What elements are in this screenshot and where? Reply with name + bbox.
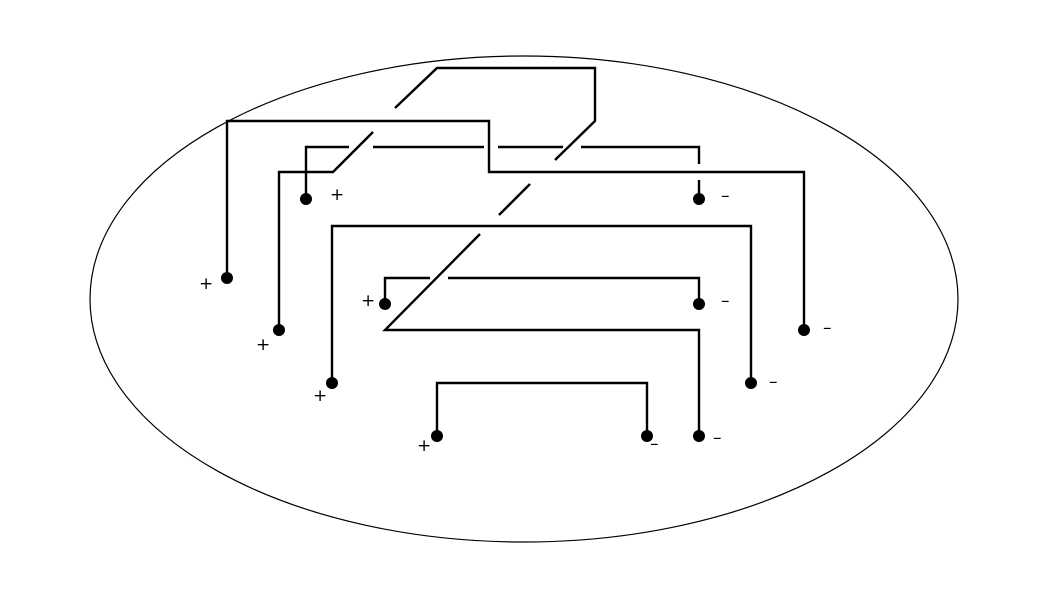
endpoint-label: + bbox=[256, 335, 270, 355]
strand-short-bracket bbox=[304, 145, 701, 199]
endpoint-label: – bbox=[721, 291, 730, 311]
endpoint-label: + bbox=[417, 436, 431, 456]
endpoint-dot-12 bbox=[693, 430, 705, 442]
endpoint-dot-1 bbox=[300, 193, 312, 205]
endpoint-dot-7 bbox=[273, 324, 285, 336]
strand-top-loop bbox=[277, 66, 597, 330]
endpoint-label: – bbox=[823, 318, 832, 338]
endpoint-dot-9 bbox=[326, 377, 338, 389]
endpoint-dot-10 bbox=[641, 430, 653, 442]
strand-small-bracket bbox=[383, 276, 701, 304]
endpoint-label: + bbox=[199, 274, 213, 294]
endpoint-label: – bbox=[713, 428, 722, 448]
strand-middle-bracket bbox=[330, 224, 753, 383]
strand-long-diagonal bbox=[382, 183, 701, 436]
endpoint-dot-6 bbox=[798, 324, 810, 336]
endpoint-dot-11 bbox=[431, 430, 443, 442]
strand-bottom-bracket bbox=[435, 381, 649, 436]
endpoint-label: – bbox=[650, 434, 659, 454]
endpoint-label: + bbox=[330, 185, 344, 205]
strand-outer-bracket bbox=[225, 119, 806, 330]
endpoint-dot-8 bbox=[745, 377, 757, 389]
endpoint-dot-2 bbox=[693, 193, 705, 205]
endpoint-dot-5 bbox=[693, 298, 705, 310]
endpoint-label: – bbox=[769, 372, 778, 392]
boundary-ellipse bbox=[89, 55, 959, 543]
endpoint-dot-4 bbox=[379, 298, 391, 310]
endpoint-dot-3 bbox=[221, 272, 233, 284]
endpoint-label: + bbox=[313, 386, 327, 406]
endpoint-label: – bbox=[721, 186, 730, 206]
endpoint-label: + bbox=[361, 291, 375, 311]
